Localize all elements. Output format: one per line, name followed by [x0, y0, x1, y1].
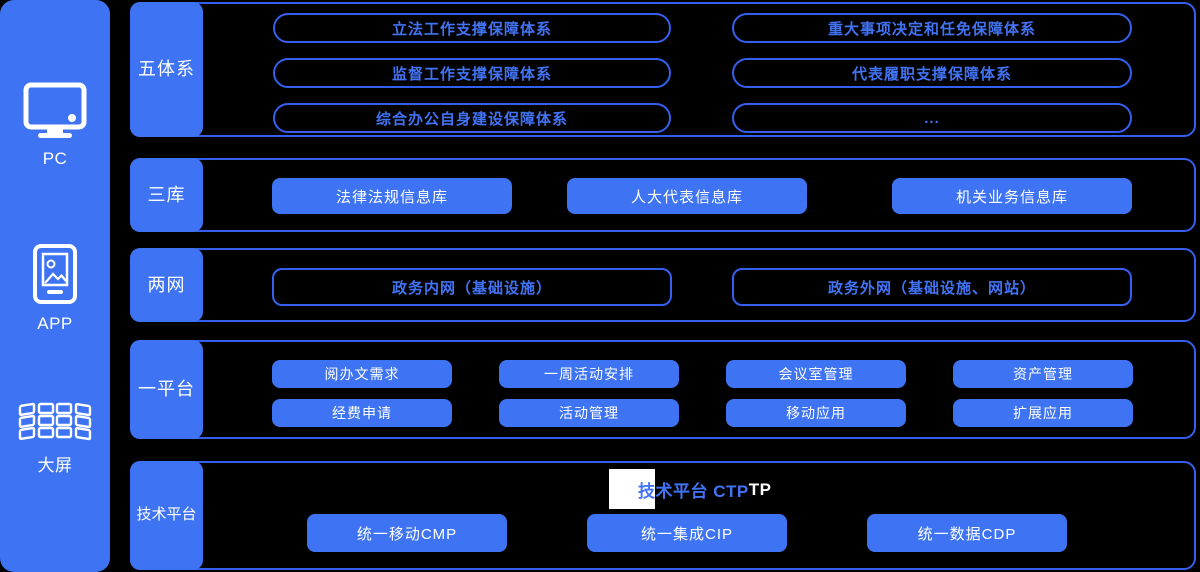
monitor-icon — [23, 82, 87, 140]
band-five-systems-label: 五体系 — [130, 2, 203, 137]
diagram-box-unified-data-cdp: 统一数据CDP — [867, 514, 1067, 552]
diagram-box-mobile-apps: 移动应用 — [726, 399, 906, 427]
diagram-box-activity-mgmt: 活动管理 — [499, 399, 679, 427]
channel-app: APP — [0, 243, 110, 334]
diagram-box-meeting-room-mgmt: 会议室管理 — [726, 360, 906, 388]
ctp-title-text: 技术平台 CTP — [638, 482, 749, 501]
band-three-databases: 三库 法律法规信息库 人大代表信息库 机关业务信息库 — [130, 158, 1196, 232]
video-wall-icon — [17, 400, 93, 442]
tablet-icon — [32, 243, 78, 305]
band-three-databases-label: 三库 — [130, 158, 203, 232]
ctp-white-box — [609, 469, 655, 509]
diagram-box-deputy-duty-support: 代表履职支撑保障体系 — [732, 58, 1132, 88]
diagram-box-weekly-schedule: 一周活动安排 — [499, 360, 679, 388]
diagram-box-ellipsis: ... — [732, 103, 1132, 133]
band-five-systems: 五体系 立法工作支撑保障体系 监督工作支撑保障体系 综合办公自身建设保障体系 重… — [130, 2, 1196, 137]
diagram-box-unified-integration-cip: 统一集成CIP — [587, 514, 787, 552]
diagram-box-major-decisions: 重大事项决定和任免保障体系 — [732, 13, 1132, 43]
diagram-box-asset-mgmt: 资产管理 — [953, 360, 1133, 388]
channel-sidebar: PC APP — [0, 0, 110, 572]
channel-big-screen: 大屏 — [0, 400, 110, 476]
diagram-box-unified-mobile-cmp: 统一移动CMP — [307, 514, 507, 552]
channel-pc: PC — [0, 82, 110, 169]
diagram-box-supervision-support: 监督工作支撑保障体系 — [273, 58, 671, 88]
band-one-platform: 一平台 阅办文需求 一周活动安排 会议室管理 资产管理 经费申请 活动管理 移动… — [130, 340, 1196, 439]
band-two-networks-label: 两网 — [130, 248, 203, 322]
diagram-box-extension-apps: 扩展应用 — [953, 399, 1133, 427]
band-tech-platform-label: 技术平台 — [130, 461, 203, 570]
band-two-networks: 两网 政务内网（基础设施） 政务外网（基础设施、网站） — [130, 248, 1196, 322]
ctp-title-ghost-text: TP — [748, 479, 772, 499]
channel-pc-label: PC — [42, 149, 68, 168]
diagram-box-gov-extranet: 政务外网（基础设施、网站） — [732, 268, 1132, 306]
diagram-box-legislation-support: 立法工作支撑保障体系 — [273, 13, 671, 43]
diagram-box-agency-business-db: 机关业务信息库 — [892, 178, 1132, 214]
band-one-platform-label: 一平台 — [130, 340, 203, 439]
channel-app-label: APP — [37, 314, 73, 333]
diagram-box-expense-request: 经费申请 — [272, 399, 452, 427]
diagram-box-gov-intranet: 政务内网（基础设施） — [272, 268, 672, 306]
diagram-box-general-office-support: 综合办公自身建设保障体系 — [273, 103, 671, 133]
diagram-box-npc-deputy-db: 人大代表信息库 — [567, 178, 807, 214]
diagram-box-law-regulation-db: 法律法规信息库 — [272, 178, 512, 214]
diagram-box-document-reading: 阅办文需求 — [272, 360, 452, 388]
channel-big-screen-label: 大屏 — [37, 456, 73, 475]
